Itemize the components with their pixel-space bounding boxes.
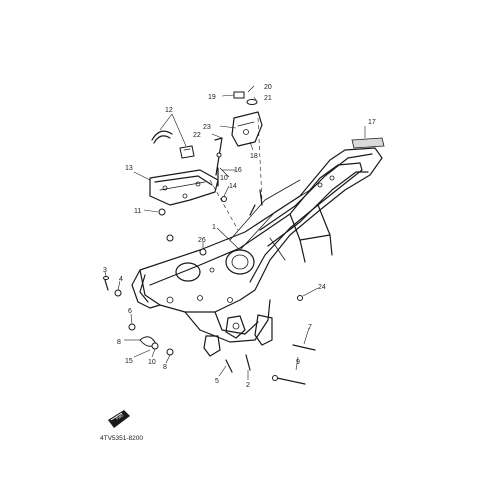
callout-2: 2 <box>246 382 250 389</box>
callout-8b: 8 <box>163 364 167 371</box>
callout-26: 26 <box>198 237 206 244</box>
callout-15: 14 <box>229 183 237 190</box>
callout-5: 5 <box>215 378 219 385</box>
callout-22: 21 <box>264 95 272 102</box>
callout-7: 7 <box>308 324 312 331</box>
part-13-clips <box>151 130 195 159</box>
callout-18: 17 <box>368 119 376 126</box>
callout-11: 10 <box>220 175 228 182</box>
part-18-pad <box>351 137 385 149</box>
callout-12: 11 <box>134 208 141 215</box>
leader-lines <box>104 85 366 380</box>
callout-10: 10 <box>148 359 156 366</box>
callout-21: 20 <box>264 84 272 91</box>
fwd-label: FWD <box>115 413 124 421</box>
callout-20: 19 <box>208 94 216 101</box>
part-14-bracket <box>149 169 219 206</box>
callout-16: 15 <box>125 358 133 365</box>
callout-3: 3 <box>103 267 107 274</box>
callout-13: 12 <box>165 107 173 114</box>
callout-8a: 8 <box>117 339 121 346</box>
callout-24: 23 <box>203 124 211 131</box>
callout-23: 22 <box>193 132 201 139</box>
callout-1: 1 <box>212 224 216 231</box>
part-19-bracket <box>231 111 263 147</box>
callout-17: 16 <box>234 167 242 174</box>
callout-6: 6 <box>128 308 132 315</box>
callout-19: 18 <box>250 153 258 160</box>
callout-25: 24 <box>318 284 326 291</box>
callout-4: 4 <box>119 276 123 283</box>
drawing-code: 4TV5351-8200 <box>100 435 143 442</box>
callout-9: 9 <box>296 359 300 366</box>
callout-14: 13 <box>125 165 133 172</box>
main-frame <box>131 147 383 357</box>
fwd-arrow-icon: FWD <box>108 410 130 428</box>
fasteners <box>103 91 316 385</box>
callout-labels: 20 21 19 12 23 22 17 18 16 13 10 14 11 1… <box>103 84 376 389</box>
